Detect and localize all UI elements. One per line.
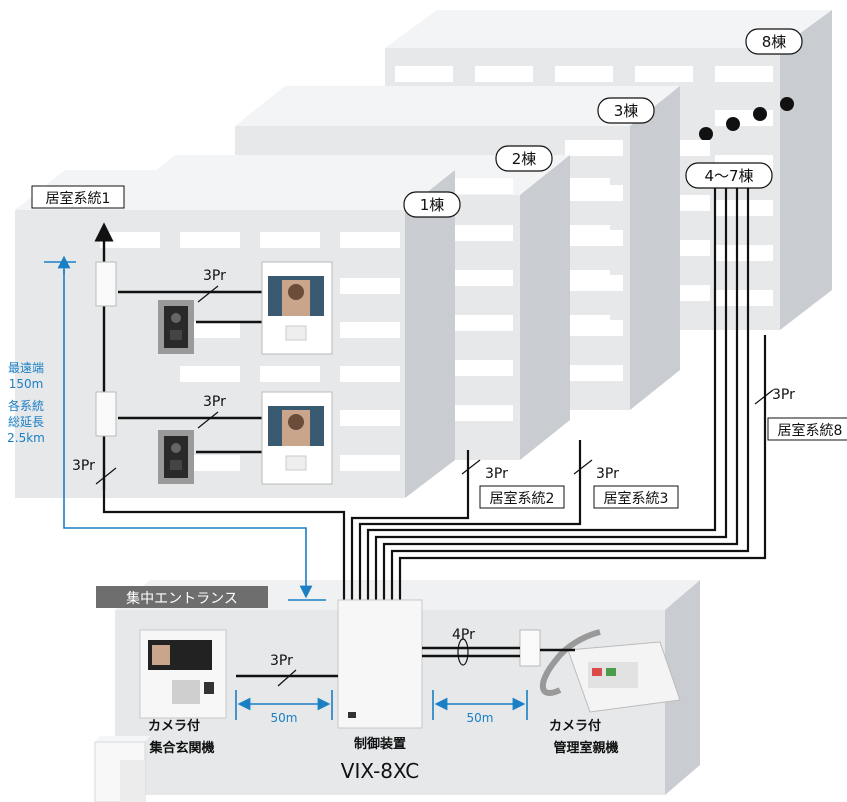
- cable-label: 3Pr: [772, 387, 795, 403]
- svg-text:居室系統3: 居室系統3: [604, 490, 669, 507]
- svg-text:集中エントランス: 集中エントランス: [126, 590, 238, 607]
- svg-text:制御装置: 制御装置: [354, 736, 406, 752]
- controller-device: [337, 599, 423, 729]
- label-system-8: 居室系統8: [767, 417, 847, 441]
- distance-indicator: [44, 261, 528, 720]
- svg-text:総延長: 総延長: [8, 415, 44, 429]
- label-building-4-7: 4〜7棟: [685, 162, 773, 189]
- label-system-3: 居室系統3: [593, 485, 679, 509]
- room-monitor: [261, 261, 333, 355]
- riser-cables: [102, 180, 767, 602]
- cable-label: 3Pr: [596, 466, 619, 482]
- door-station: [158, 300, 194, 354]
- svg-text:居室系統1: 居室系統1: [46, 190, 111, 207]
- cable-label: 3Pr: [72, 458, 95, 474]
- svg-text:2.5km: 2.5km: [7, 431, 45, 445]
- label-building-1: 1棟: [403, 191, 461, 218]
- entrance-cables: [236, 646, 575, 678]
- svg-text:居室系統8: 居室系統8: [778, 422, 843, 439]
- label-system-2: 居室系統2: [479, 485, 565, 509]
- svg-text:150m: 150m: [9, 377, 44, 391]
- cable-label: 3Pr: [485, 466, 508, 482]
- cable-label: 4Pr: [452, 627, 475, 643]
- svg-text:集合玄関機: 集合玄関機: [148, 740, 214, 756]
- svg-text:カメラ付: カメラ付: [148, 718, 200, 734]
- entrance-panel-device: [139, 629, 227, 719]
- management-console-device: [539, 629, 681, 713]
- svg-text:管理室親機: 管理室親機: [553, 740, 618, 756]
- label-building-3: 3棟: [597, 97, 655, 124]
- junction-box: [95, 261, 117, 307]
- junction-box: [95, 391, 117, 437]
- controller-model: VIX-8XC: [341, 759, 419, 783]
- cable-label: 3Pr: [203, 394, 226, 410]
- label-system-1: 居室系統1: [31, 185, 125, 209]
- svg-text:3棟: 3棟: [614, 102, 639, 120]
- entrance-title-bar: 集中エントランス: [96, 586, 268, 608]
- cable-label: 3Pr: [203, 268, 226, 284]
- svg-text:カメラ付: カメラ付: [549, 718, 601, 734]
- svg-text:50m: 50m: [467, 711, 494, 725]
- label-building-8: 8棟: [745, 28, 803, 55]
- svg-text:最遠端: 最遠端: [8, 361, 44, 375]
- room-monitor: [261, 391, 333, 485]
- svg-text:2棟: 2棟: [512, 150, 537, 168]
- svg-text:4〜7棟: 4〜7棟: [704, 167, 753, 185]
- svg-text:各系統: 各系統: [8, 398, 44, 413]
- junction-box-entrance: [519, 629, 541, 667]
- ellipsis-dots: [699, 97, 794, 141]
- door-station: [158, 430, 194, 484]
- label-building-2: 2棟: [495, 145, 553, 172]
- distance-text: 最遠端 150m 各系統 総延長 2.5km 50m 50m: [7, 361, 493, 725]
- svg-text:50m: 50m: [271, 711, 298, 725]
- svg-text:1棟: 1棟: [420, 196, 445, 214]
- svg-text:8棟: 8棟: [762, 33, 787, 51]
- svg-text:居室系統2: 居室系統2: [490, 490, 555, 507]
- device-captions: カメラ付 集合玄関機 制御装置 カメラ付 管理室親機: [148, 718, 619, 756]
- building-1: [15, 170, 455, 498]
- cable-label: 3Pr: [270, 653, 293, 669]
